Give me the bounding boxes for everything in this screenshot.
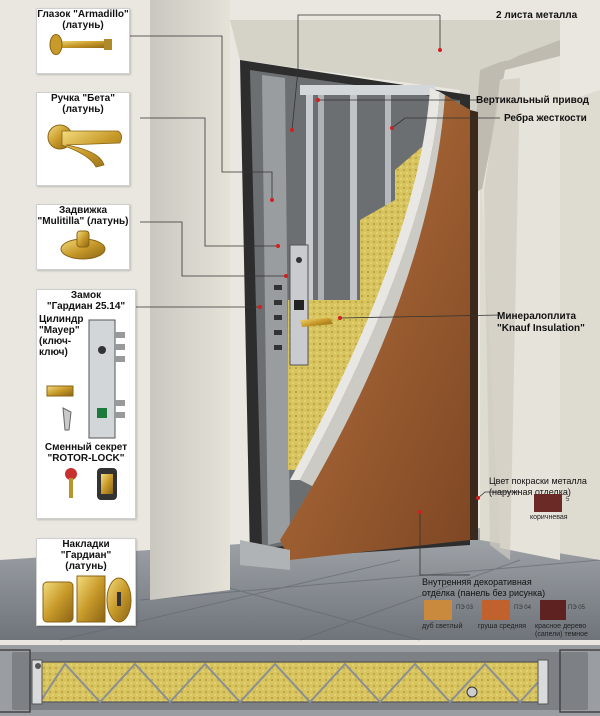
door-bolts bbox=[274, 285, 282, 350]
peephole-icon bbox=[49, 34, 112, 55]
lock-model: "Гардиан 25.14" bbox=[46, 301, 126, 312]
latch-knob-icon bbox=[60, 230, 106, 260]
finish-swatch-2-code: ПЭ 04 bbox=[514, 605, 531, 611]
plates-name: Накладки "Гардиан" bbox=[60, 539, 112, 561]
lock-title: Замок bbox=[70, 290, 102, 301]
paint-swatch bbox=[534, 494, 562, 512]
latch-name-2: "Mulitilla" (латунь) bbox=[37, 216, 129, 227]
finish-swatch-3-code: ПЭ 05 bbox=[568, 605, 585, 611]
secret-brand: "ROTOR-LOCK" bbox=[47, 453, 125, 464]
leader-lines bbox=[130, 14, 520, 576]
callout-vertical-drive: Вертикальный привод bbox=[476, 95, 590, 106]
handle-on-door bbox=[300, 318, 333, 327]
handle-name: Ручка "Бета" bbox=[51, 93, 115, 104]
peephole-material: (латунь) bbox=[62, 20, 104, 31]
latch-name: Задвижка bbox=[58, 205, 108, 216]
handle-material: (латунь) bbox=[62, 104, 104, 115]
plates-icon bbox=[42, 575, 132, 623]
card-lock: Замок "Гардиан 25.14" Цилиндр "Mayep" (к… bbox=[36, 289, 136, 519]
card-handle: Ручка "Бета" (латунь) bbox=[36, 92, 130, 186]
secret-label: Сменный секрет bbox=[44, 442, 128, 453]
cylinder-label: Цилиндр bbox=[39, 314, 84, 325]
finish-swatch-3-name-2: (сапели) темное bbox=[535, 631, 588, 638]
card-latch: Задвижка "Mulitilla" (латунь) bbox=[36, 204, 130, 270]
leader-dots bbox=[258, 48, 480, 514]
plates-material: (латунь) bbox=[65, 561, 107, 572]
cylinder-type-2: ключ) bbox=[39, 347, 68, 358]
callout-mineral-wool: Минералоплита bbox=[497, 311, 577, 322]
paint-swatch-code: 5 bbox=[566, 497, 570, 503]
rotor-lock-icon bbox=[65, 468, 117, 500]
paint-subtitle: (наружная отделка) bbox=[489, 487, 571, 497]
finish-swatch-3 bbox=[540, 600, 566, 620]
paint-swatch-name: коричневая bbox=[530, 514, 568, 521]
card-plates: Накладки "Гардиан" (латунь) bbox=[36, 538, 136, 626]
callout-mineral-wool-brand: "Knauf Insulation" bbox=[497, 323, 585, 334]
handle-icon bbox=[47, 124, 122, 168]
finish-swatch-1-code: ПЭ 03 bbox=[456, 605, 473, 611]
finish-title: Внутренняя декоративная bbox=[422, 577, 532, 587]
callout-stiffeners: Ребра жесткости bbox=[504, 113, 587, 124]
finish-subtitle: отделка (панель без рисунка) bbox=[422, 588, 546, 598]
finish-swatch-2-name: груша средняя bbox=[478, 623, 526, 630]
callout-metal-sheets: 2 листа металла bbox=[496, 10, 578, 21]
card-peephole: Глазок "Armadillo" (латунь) bbox=[36, 8, 130, 74]
finish-swatch-1-name: дуб светлый bbox=[422, 623, 463, 630]
lock-icon bbox=[46, 319, 125, 439]
door-veneer bbox=[280, 95, 470, 560]
cylinder-type: (ключ- bbox=[39, 336, 72, 347]
vertical-drive-rod bbox=[306, 90, 313, 465]
wall-left bbox=[150, 0, 230, 600]
cylinder-brand: "Mayep" bbox=[39, 325, 80, 336]
peephole-name: Глазок "Armadillo" bbox=[37, 9, 129, 20]
finish-swatch-1 bbox=[424, 600, 452, 620]
paint-title: Цвет покраски металла bbox=[489, 476, 587, 486]
finish-swatch-3-name: красное дерево bbox=[535, 623, 587, 630]
finish-swatch-2 bbox=[482, 600, 510, 620]
